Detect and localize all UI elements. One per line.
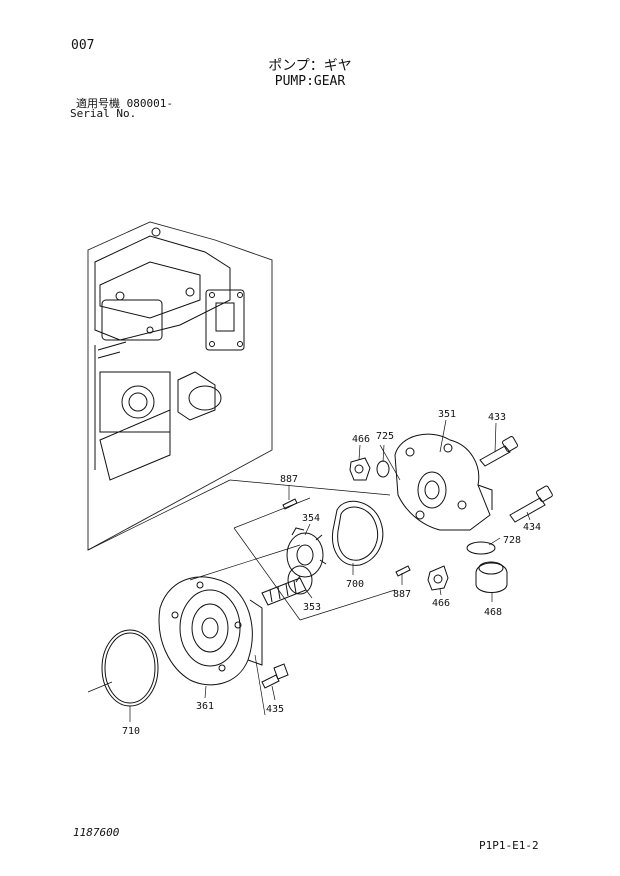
- part-725-ring: [376, 460, 390, 478]
- part-710-oring: [101, 629, 159, 707]
- label-351: 351: [438, 409, 456, 420]
- label-435: 435: [266, 704, 284, 715]
- part-351-housing: [394, 433, 493, 531]
- part-700-gasket: [331, 500, 384, 566]
- part-labels: 351 433 466 725 887 354 728 434 700 887 …: [122, 409, 541, 737]
- part-353-shaft: [261, 565, 313, 606]
- part-361-flange: [158, 576, 263, 686]
- main-pump-body: [87, 221, 273, 551]
- serial-label-en: Serial No.: [70, 107, 137, 120]
- label-887-upper: 887: [280, 474, 298, 485]
- part-728-ring: [466, 541, 496, 555]
- title-english: PUMP:GEAR: [274, 74, 346, 89]
- part-466-plug-upper: [349, 457, 371, 481]
- leader-lines: [129, 419, 531, 722]
- label-468: 468: [484, 607, 502, 618]
- label-700: 700: [346, 579, 364, 590]
- label-433: 433: [488, 412, 506, 423]
- serial-line: 適用号機 080001-: [76, 95, 173, 111]
- page-reference: P1P1-E1-2: [479, 839, 539, 852]
- document-number: 1187600: [73, 826, 120, 839]
- reference-lines: [87, 444, 401, 716]
- part-434-bolt: [509, 485, 553, 523]
- label-887-lower: 887: [393, 589, 411, 600]
- part-887-pin-lower: [395, 565, 411, 577]
- part-435-bolt: [261, 663, 289, 689]
- label-466-upper: 466: [352, 434, 370, 445]
- label-353: 353: [303, 602, 321, 613]
- part-354-gear: [286, 527, 327, 583]
- label-710: 710: [122, 726, 140, 737]
- label-725: 725: [376, 431, 394, 442]
- part-887-pin-upper: [282, 498, 298, 510]
- label-466-lower: 466: [432, 598, 450, 609]
- part-433-bolt: [479, 436, 518, 467]
- part-466-plug-lower: [427, 565, 449, 591]
- serial-label-jp: 適用号機: [76, 97, 120, 110]
- title-japanese: ポンプ：ギヤ: [268, 58, 352, 74]
- label-728: 728: [503, 535, 521, 546]
- page-code: 007: [71, 38, 95, 53]
- label-434: 434: [523, 522, 541, 533]
- label-354: 354: [302, 513, 320, 524]
- serial-value: 080001-: [126, 97, 173, 110]
- label-361: 361: [196, 701, 214, 712]
- part-468-plug: [475, 561, 508, 593]
